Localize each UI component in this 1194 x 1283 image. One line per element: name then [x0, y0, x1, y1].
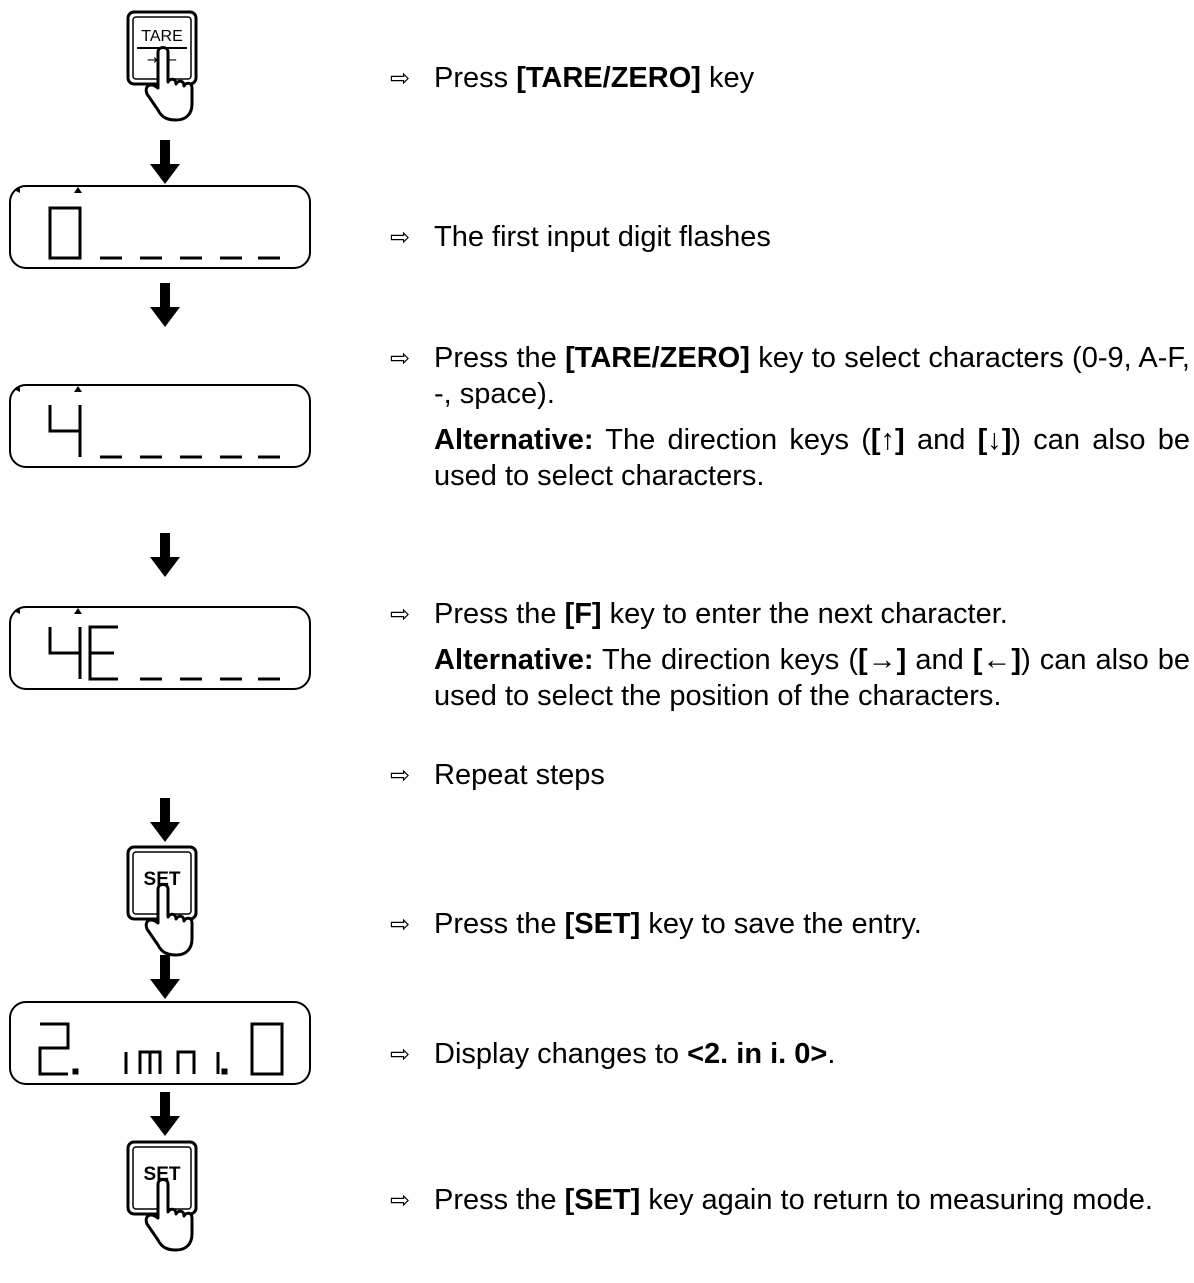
step-text: The direction keys (	[593, 644, 858, 676]
step-first-digit-flashes: ⇨ The first input digit flashes	[390, 219, 1190, 255]
step-arrow-icon: ⇨	[390, 910, 411, 938]
step-text: Repeat steps	[434, 759, 605, 791]
step-text: Press the	[434, 1184, 565, 1216]
step-text: ) can also be used to select characters.	[434, 424, 1191, 492]
step-text: and	[904, 424, 978, 456]
step-text: key to save the entry.	[640, 908, 922, 940]
step-text: ) can also be used to select the positio…	[434, 644, 1191, 712]
lcd-display	[9, 606, 311, 690]
step-text: key	[700, 62, 755, 94]
set-key[interactable]: SET	[120, 845, 210, 963]
key-reference: [TARE/ZERO]	[565, 342, 750, 374]
down-arrow-icon	[150, 955, 180, 999]
key-reference: [↑]	[870, 424, 905, 456]
step-arrow-icon: ⇨	[390, 600, 411, 628]
key-reference: [SET]	[564, 908, 641, 940]
tare-zero-key[interactable]: TARE →0←	[120, 10, 210, 130]
step-select-characters: ⇨ Press the [TARE/ZERO] key to select ch…	[390, 340, 1190, 494]
pointing-hand-icon	[144, 1178, 194, 1252]
step-text: .	[827, 1038, 836, 1070]
step-arrow-icon: ⇨	[390, 223, 411, 251]
set-key-label: SET	[144, 869, 181, 890]
lcd-display	[9, 1001, 311, 1085]
step-text: The direction keys (	[593, 424, 871, 456]
display-reference: <2. in i. 0>	[687, 1038, 828, 1070]
step-text: and	[906, 644, 973, 676]
step-arrow-icon: ⇨	[390, 761, 411, 789]
step-display-changes: ⇨ Display changes to <2. in i. 0>.	[390, 1036, 1190, 1072]
set-key[interactable]: SET	[120, 1140, 210, 1258]
step-save-entry: ⇨ Press the [SET] key to save the entry.	[390, 906, 1190, 942]
step-text: key to enter the next character.	[601, 598, 1008, 630]
lcd-display	[9, 185, 311, 269]
step-arrow-icon: ⇨	[390, 1040, 411, 1068]
step-arrow-icon: ⇨	[390, 64, 411, 92]
step-return-measuring: ⇨ Press the [SET] key again to return to…	[390, 1182, 1190, 1218]
alternative-label: Alternative:	[434, 424, 594, 456]
step-text: key again to return to measuring mode.	[640, 1184, 1153, 1216]
alternative-label: Alternative:	[434, 644, 594, 676]
step-text: Display changes to	[434, 1038, 688, 1070]
lcd-readout	[48, 405, 280, 459]
tare-key-label: TARE	[141, 28, 182, 45]
lcd-readout	[48, 625, 280, 681]
down-arrow-icon	[150, 1092, 180, 1136]
key-reference: [TARE/ZERO]	[516, 62, 701, 94]
step-arrow-icon: ⇨	[390, 344, 411, 372]
step-text: Press the	[434, 908, 565, 940]
down-arrow-icon	[150, 140, 180, 184]
down-arrow-icon	[150, 798, 180, 842]
step-text: Press	[434, 62, 517, 94]
pointing-hand-icon	[144, 46, 194, 122]
step-text: Press the	[434, 342, 566, 374]
set-key-label: SET	[144, 1164, 181, 1185]
key-reference: [↓]	[977, 424, 1012, 456]
step-press-tare-zero: ⇨ Press [TARE/ZERO] key	[390, 60, 1190, 96]
key-reference: [SET]	[564, 1184, 641, 1216]
step-next-character: ⇨ Press the [F] key to enter the next ch…	[390, 596, 1190, 714]
lcd-readout	[38, 1022, 284, 1076]
step-repeat: ⇨ Repeat steps	[390, 757, 1190, 793]
step-text: The first input digit flashes	[434, 221, 771, 253]
key-reference: [F]	[564, 598, 602, 630]
key-reference: [←]	[972, 644, 1022, 676]
down-arrow-icon	[150, 283, 180, 327]
key-reference: [→]	[857, 644, 907, 676]
lcd-display	[9, 384, 311, 468]
step-arrow-icon: ⇨	[390, 1186, 411, 1214]
step-text: Press the	[434, 598, 565, 630]
pointing-hand-icon	[144, 883, 194, 957]
lcd-readout	[48, 206, 280, 260]
down-arrow-icon	[150, 533, 180, 577]
step-text: key to select characters (0-9, A-F, -, s…	[434, 342, 1190, 410]
